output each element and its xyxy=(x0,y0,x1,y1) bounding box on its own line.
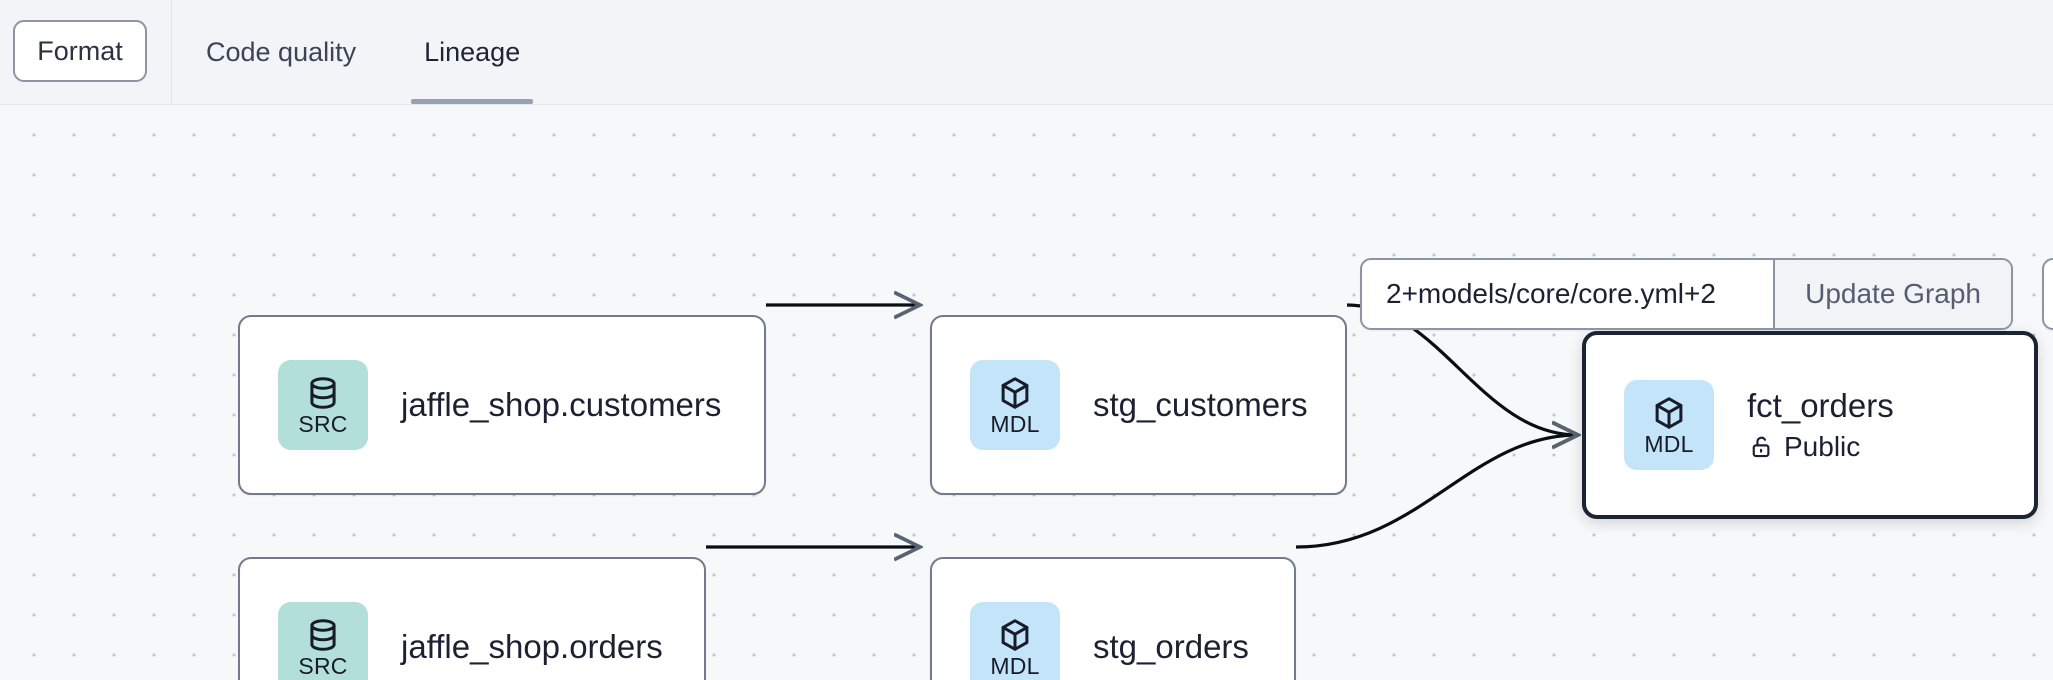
overflow-panel-right[interactable] xyxy=(2042,258,2053,330)
unlock-icon xyxy=(1752,437,1770,458)
node-badge-src: SRC xyxy=(278,602,368,680)
editor-toolbar: Format Code quality Lineage xyxy=(0,0,2053,105)
node-badge-label: MDL xyxy=(990,411,1040,437)
node-visibility-label: Public xyxy=(1784,430,1861,462)
node-title: stg_orders xyxy=(1093,627,1249,665)
lineage-node-jaffle-shop-orders[interactable]: SRC jaffle_shop.orders xyxy=(238,557,706,680)
update-graph-button[interactable]: Update Graph xyxy=(1773,260,2011,328)
lineage-node-stg-customers[interactable]: MDL stg_customers xyxy=(930,315,1347,495)
graph-selector-bar: Update Graph xyxy=(1360,258,2013,330)
node-badge-label: SRC xyxy=(298,411,348,437)
graph-selector-input[interactable] xyxy=(1362,260,1774,328)
lineage-node-jaffle-shop-customers[interactable]: SRC jaffle_shop.customers xyxy=(238,315,766,495)
database-icon xyxy=(310,619,336,651)
node-body: fct_orders Public xyxy=(1747,387,1894,463)
node-title: fct_orders xyxy=(1747,387,1894,425)
tab-lineage-label: Lineage xyxy=(424,36,521,67)
node-badge-label: MDL xyxy=(990,653,1040,679)
lineage-node-stg-orders[interactable]: MDL stg_orders xyxy=(930,557,1296,680)
node-title: stg_customers xyxy=(1093,385,1308,423)
tab-code-quality-label: Code quality xyxy=(206,36,357,67)
node-badge-src: SRC xyxy=(278,360,368,450)
lineage-canvas[interactable]: SRC jaffle_shop.customers SRC jaffle_sho… xyxy=(0,105,2053,680)
node-body: stg_customers xyxy=(1093,386,1308,425)
node-badge-label: SRC xyxy=(298,653,348,679)
node-badge-mdl: MDL xyxy=(970,360,1060,450)
node-title: jaffle_shop.orders xyxy=(401,627,663,665)
node-body: stg_orders xyxy=(1093,628,1249,667)
node-badge-label: MDL xyxy=(1644,431,1694,457)
tab-code-quality[interactable]: Code quality xyxy=(172,0,390,104)
cube-icon xyxy=(1001,619,1029,651)
node-body: jaffle_shop.orders xyxy=(401,628,663,667)
cube-icon xyxy=(1001,377,1029,409)
node-body: jaffle_shop.customers xyxy=(401,386,721,425)
node-badge-mdl: MDL xyxy=(1624,380,1714,470)
node-title: jaffle_shop.customers xyxy=(401,385,722,423)
toolbar-left-section: Format xyxy=(0,0,172,104)
database-icon xyxy=(310,377,336,409)
node-visibility: Public xyxy=(1747,431,1894,463)
cube-icon xyxy=(1655,397,1683,429)
lineage-node-fct-orders[interactable]: MDL fct_orders Public xyxy=(1582,331,2038,519)
tab-bar: Code quality Lineage xyxy=(172,0,554,104)
tab-lineage[interactable]: Lineage xyxy=(390,0,554,104)
format-button[interactable]: Format xyxy=(13,20,147,82)
node-badge-mdl: MDL xyxy=(970,602,1060,680)
